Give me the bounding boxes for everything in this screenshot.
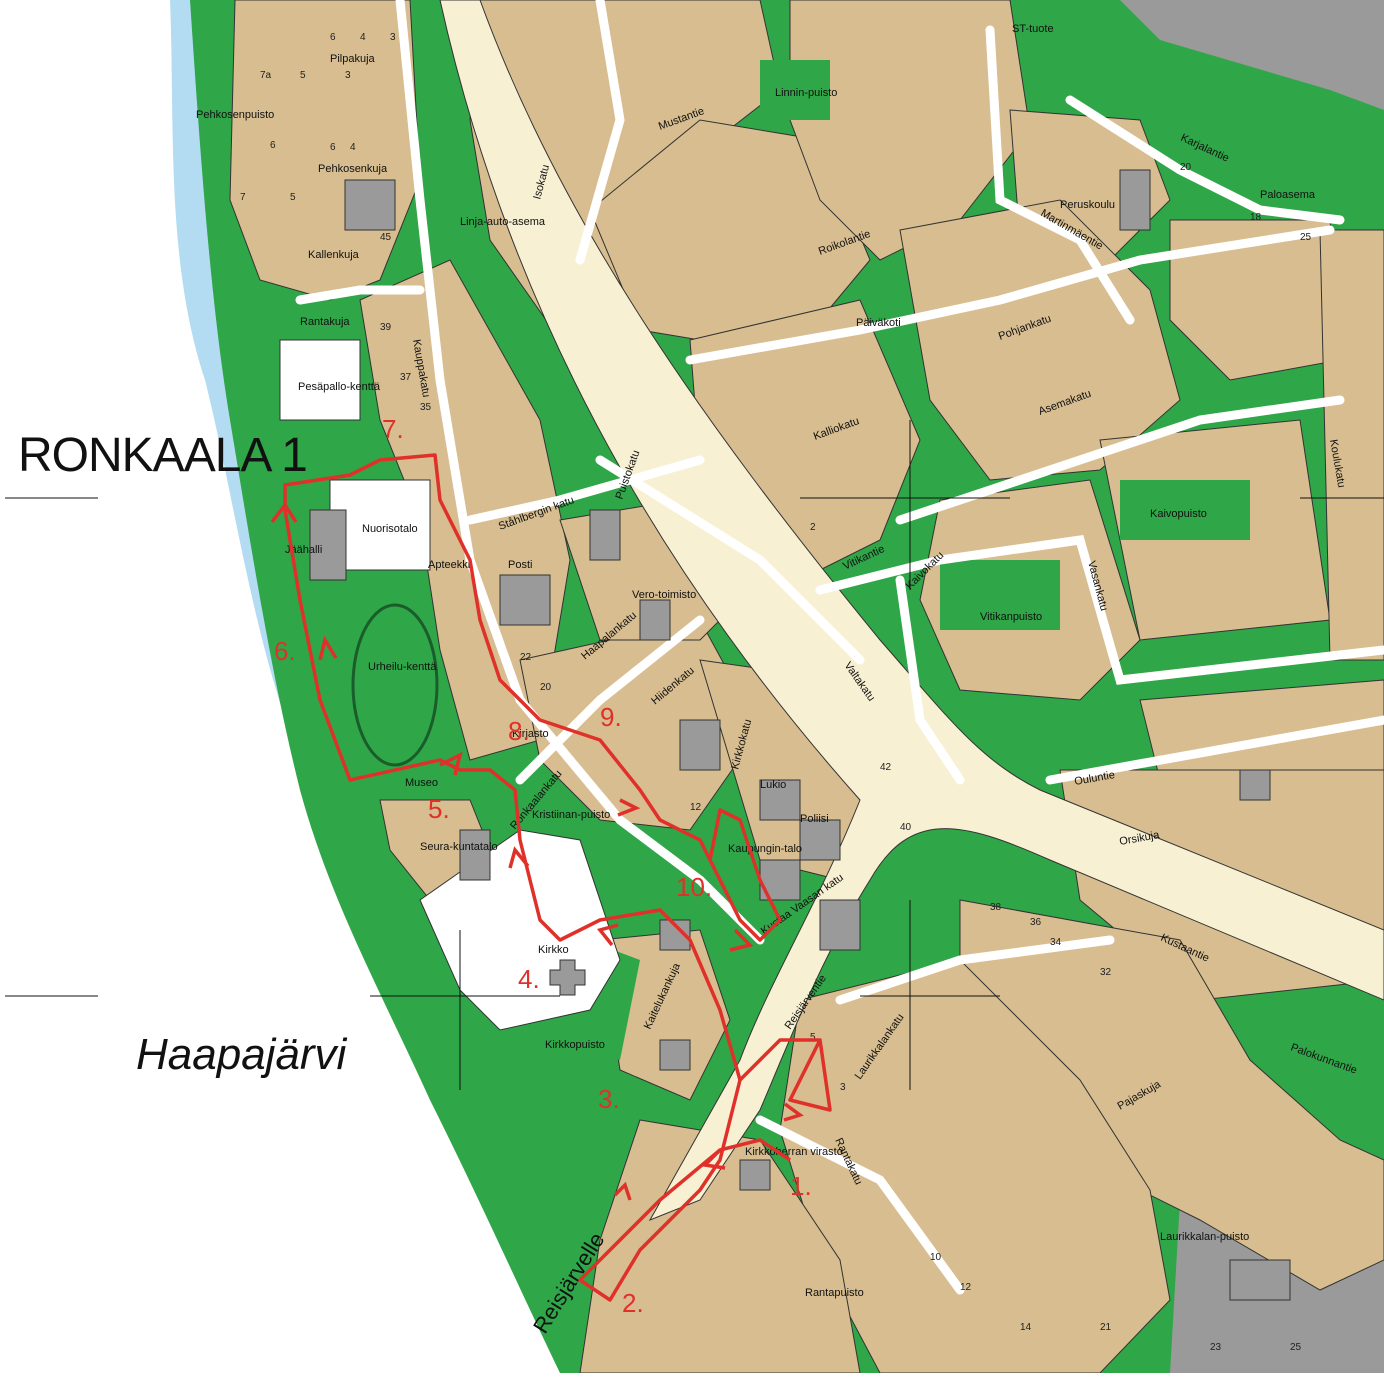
label-seurakuntatalo: Seura-kuntatalo (420, 841, 498, 853)
svg-text:7: 7 (240, 192, 246, 203)
label-pehkosenkuja: Pehkosenkuja (318, 163, 388, 175)
route-step-4: 4. (518, 964, 540, 994)
svg-text:10: 10 (930, 1252, 942, 1263)
street-network (295, 0, 1384, 1295)
svg-text:18: 18 (1250, 212, 1262, 223)
svg-text:35: 35 (420, 402, 432, 413)
grid-lines (5, 420, 1384, 1090)
map-title: RONKAALA 1 (18, 429, 308, 482)
route-step-10: 10. (676, 872, 712, 902)
route-step-8: 8. (508, 716, 530, 746)
label-kirjasto: Kirjasto (512, 728, 549, 740)
svg-text:25: 25 (1300, 232, 1312, 243)
svg-text:7a: 7a (260, 70, 272, 81)
label-paivakoti: Päiväkoti (856, 317, 901, 329)
svg-text:5: 5 (300, 70, 306, 81)
svg-text:39: 39 (380, 322, 392, 333)
sports-track (351, 603, 439, 767)
svg-text:42: 42 (880, 762, 892, 773)
main-road-valtakatu (439, 0, 1384, 1221)
label-kristiinanpuisto: Kristiinan-puisto (532, 809, 610, 821)
label-pesapallokentta: Pesäpallo-kenttä (298, 381, 381, 393)
route-step-1: 1. (790, 1171, 812, 1201)
svg-text:45: 45 (380, 232, 392, 243)
route-step-6: 6. (274, 636, 296, 666)
label-peruskoulu: Peruskoulu (1060, 199, 1115, 211)
route-step-9: 9. (600, 702, 622, 732)
svg-text:40: 40 (900, 822, 912, 833)
label-lukio: Lukio (760, 779, 786, 791)
svg-text:3: 3 (840, 1082, 846, 1093)
label-st-tuote: ST-tuote (1012, 23, 1054, 35)
label-linja-auto-asema: Linja-auto-asema (460, 216, 546, 228)
svg-text:20: 20 (1180, 162, 1192, 173)
svg-text:5: 5 (810, 1032, 816, 1043)
svg-text:5: 5 (290, 192, 296, 203)
label-jaahalli: Jäähalli (285, 544, 322, 556)
label-linninpuisto: Linnin-puisto (775, 87, 837, 99)
church-icon (549, 959, 586, 996)
parks (560, 60, 1250, 1060)
label-paloasema: Paloasema (1260, 189, 1316, 201)
label-kirkkoherran-virasto: Kirkkoherran virasto (745, 1146, 843, 1158)
svg-text:6: 6 (330, 142, 336, 153)
label-museo-west: Museo (405, 777, 438, 789)
svg-text:6: 6 (270, 140, 276, 151)
label-posti: Posti (508, 559, 532, 571)
svg-text:37: 37 (400, 372, 412, 383)
svg-text:32: 32 (1100, 967, 1112, 978)
route-step-numbers: 1. 2. 3. 4. 5. 6. 7. 8. 9. 10. (274, 414, 812, 1318)
svg-text:4: 4 (350, 142, 356, 153)
svg-text:12: 12 (960, 1282, 972, 1293)
label-verotoimisto: Vero-toimisto (632, 589, 696, 601)
svg-text:22: 22 (520, 652, 532, 663)
label-kirkkopuisto: Kirkkopuisto (545, 1039, 605, 1051)
label-nuorisotalo: Nuorisotalo (362, 523, 418, 535)
svg-text:3: 3 (390, 32, 396, 43)
svg-text:23: 23 (1210, 1342, 1222, 1353)
svg-text:3: 3 (345, 70, 351, 81)
svg-text:21: 21 (1100, 1322, 1112, 1333)
label-kallenkuja: Kallenkuja (308, 249, 360, 261)
label-laurikkalanpuisto: Laurikkalan-puisto (1160, 1231, 1249, 1243)
walking-route (283, 453, 832, 1302)
label-vitikanpuisto: Vitikanpuisto (980, 611, 1042, 623)
svg-text:4: 4 (360, 32, 366, 43)
label-urheilukentta: Urheilu-kenttä (368, 661, 437, 673)
label-poliisi: Poliisi (800, 813, 829, 825)
svg-text:38: 38 (990, 902, 1002, 913)
svg-text:14: 14 (1020, 1322, 1032, 1333)
svg-text:34: 34 (1050, 937, 1062, 948)
svg-text:6: 6 (330, 32, 336, 43)
route-step-2: 2. (622, 1288, 644, 1318)
place-labels: Pehkosenpuisto Pehkosenkuja Pilpakuja Ka… (196, 23, 1316, 1299)
label-apteekki: Apteekki (428, 559, 470, 571)
label-rantapuisto: Rantapuisto (805, 1287, 864, 1299)
route-step-5: 5. (428, 794, 450, 824)
svg-text:2: 2 (810, 522, 816, 533)
label-pehkosenpuisto: Pehkosenpuisto (196, 109, 274, 121)
route-step-7: 7. (382, 414, 404, 444)
lake-name: Haapajärvi (136, 1030, 347, 1079)
svg-text:36: 36 (1030, 917, 1042, 928)
label-rantakuja: Rantakuja (300, 316, 350, 328)
svg-text:25: 25 (1290, 1342, 1302, 1353)
svg-text:12: 12 (690, 802, 702, 813)
label-pilpakuja: Pilpakuja (330, 53, 376, 65)
label-kaivopuisto: Kaivopuisto (1150, 508, 1207, 520)
label-kirkko: Kirkko (538, 944, 569, 956)
buildings (309, 169, 1291, 1301)
route-arrows (270, 501, 804, 1201)
svg-text:20: 20 (540, 682, 552, 693)
label-kaupungintalo: Kaupungin-talo (728, 843, 802, 855)
route-step-3: 3. (598, 1084, 620, 1114)
